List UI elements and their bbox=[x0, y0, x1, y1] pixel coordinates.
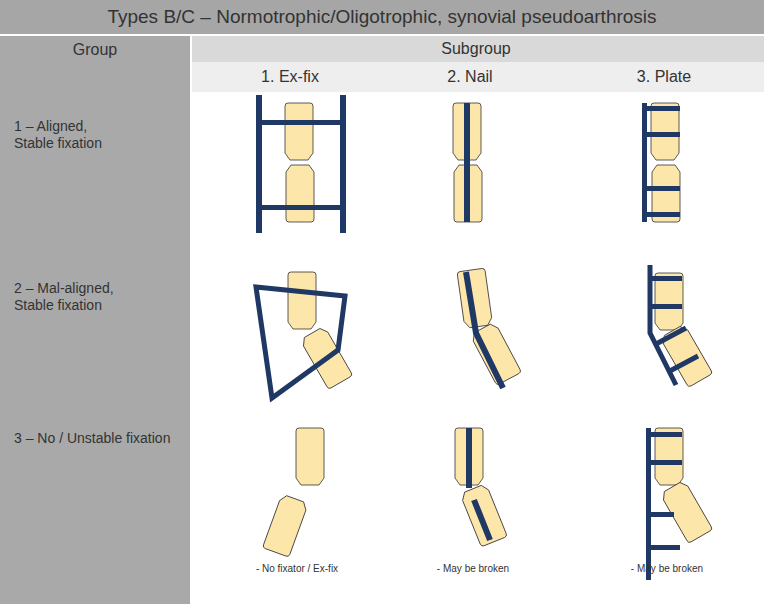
group-label: 1 – Aligned, Stable fixation bbox=[14, 118, 126, 152]
group-column bbox=[0, 36, 190, 604]
subgroup-header: 1. Ex-fix bbox=[230, 67, 350, 86]
title-band bbox=[0, 0, 764, 34]
note: - No fixator / Ex-fix bbox=[232, 563, 362, 575]
group-label: 2 – Mal-aligned, Stable fixation bbox=[14, 280, 126, 314]
note: - May be broken bbox=[418, 563, 528, 575]
title: Types B/C – Normotrophic/Oligotrophic, s… bbox=[0, 6, 764, 29]
subgroup-header: 2. Nail bbox=[410, 67, 530, 86]
group-label: 3 – No / Unstable fixation bbox=[14, 430, 190, 447]
note: - May be broken bbox=[612, 563, 722, 575]
subgroup-header: 3. Plate bbox=[604, 67, 724, 86]
column-header: Subgroup bbox=[190, 39, 762, 58]
column-header: Group bbox=[0, 40, 190, 59]
subheader-band bbox=[192, 62, 764, 92]
